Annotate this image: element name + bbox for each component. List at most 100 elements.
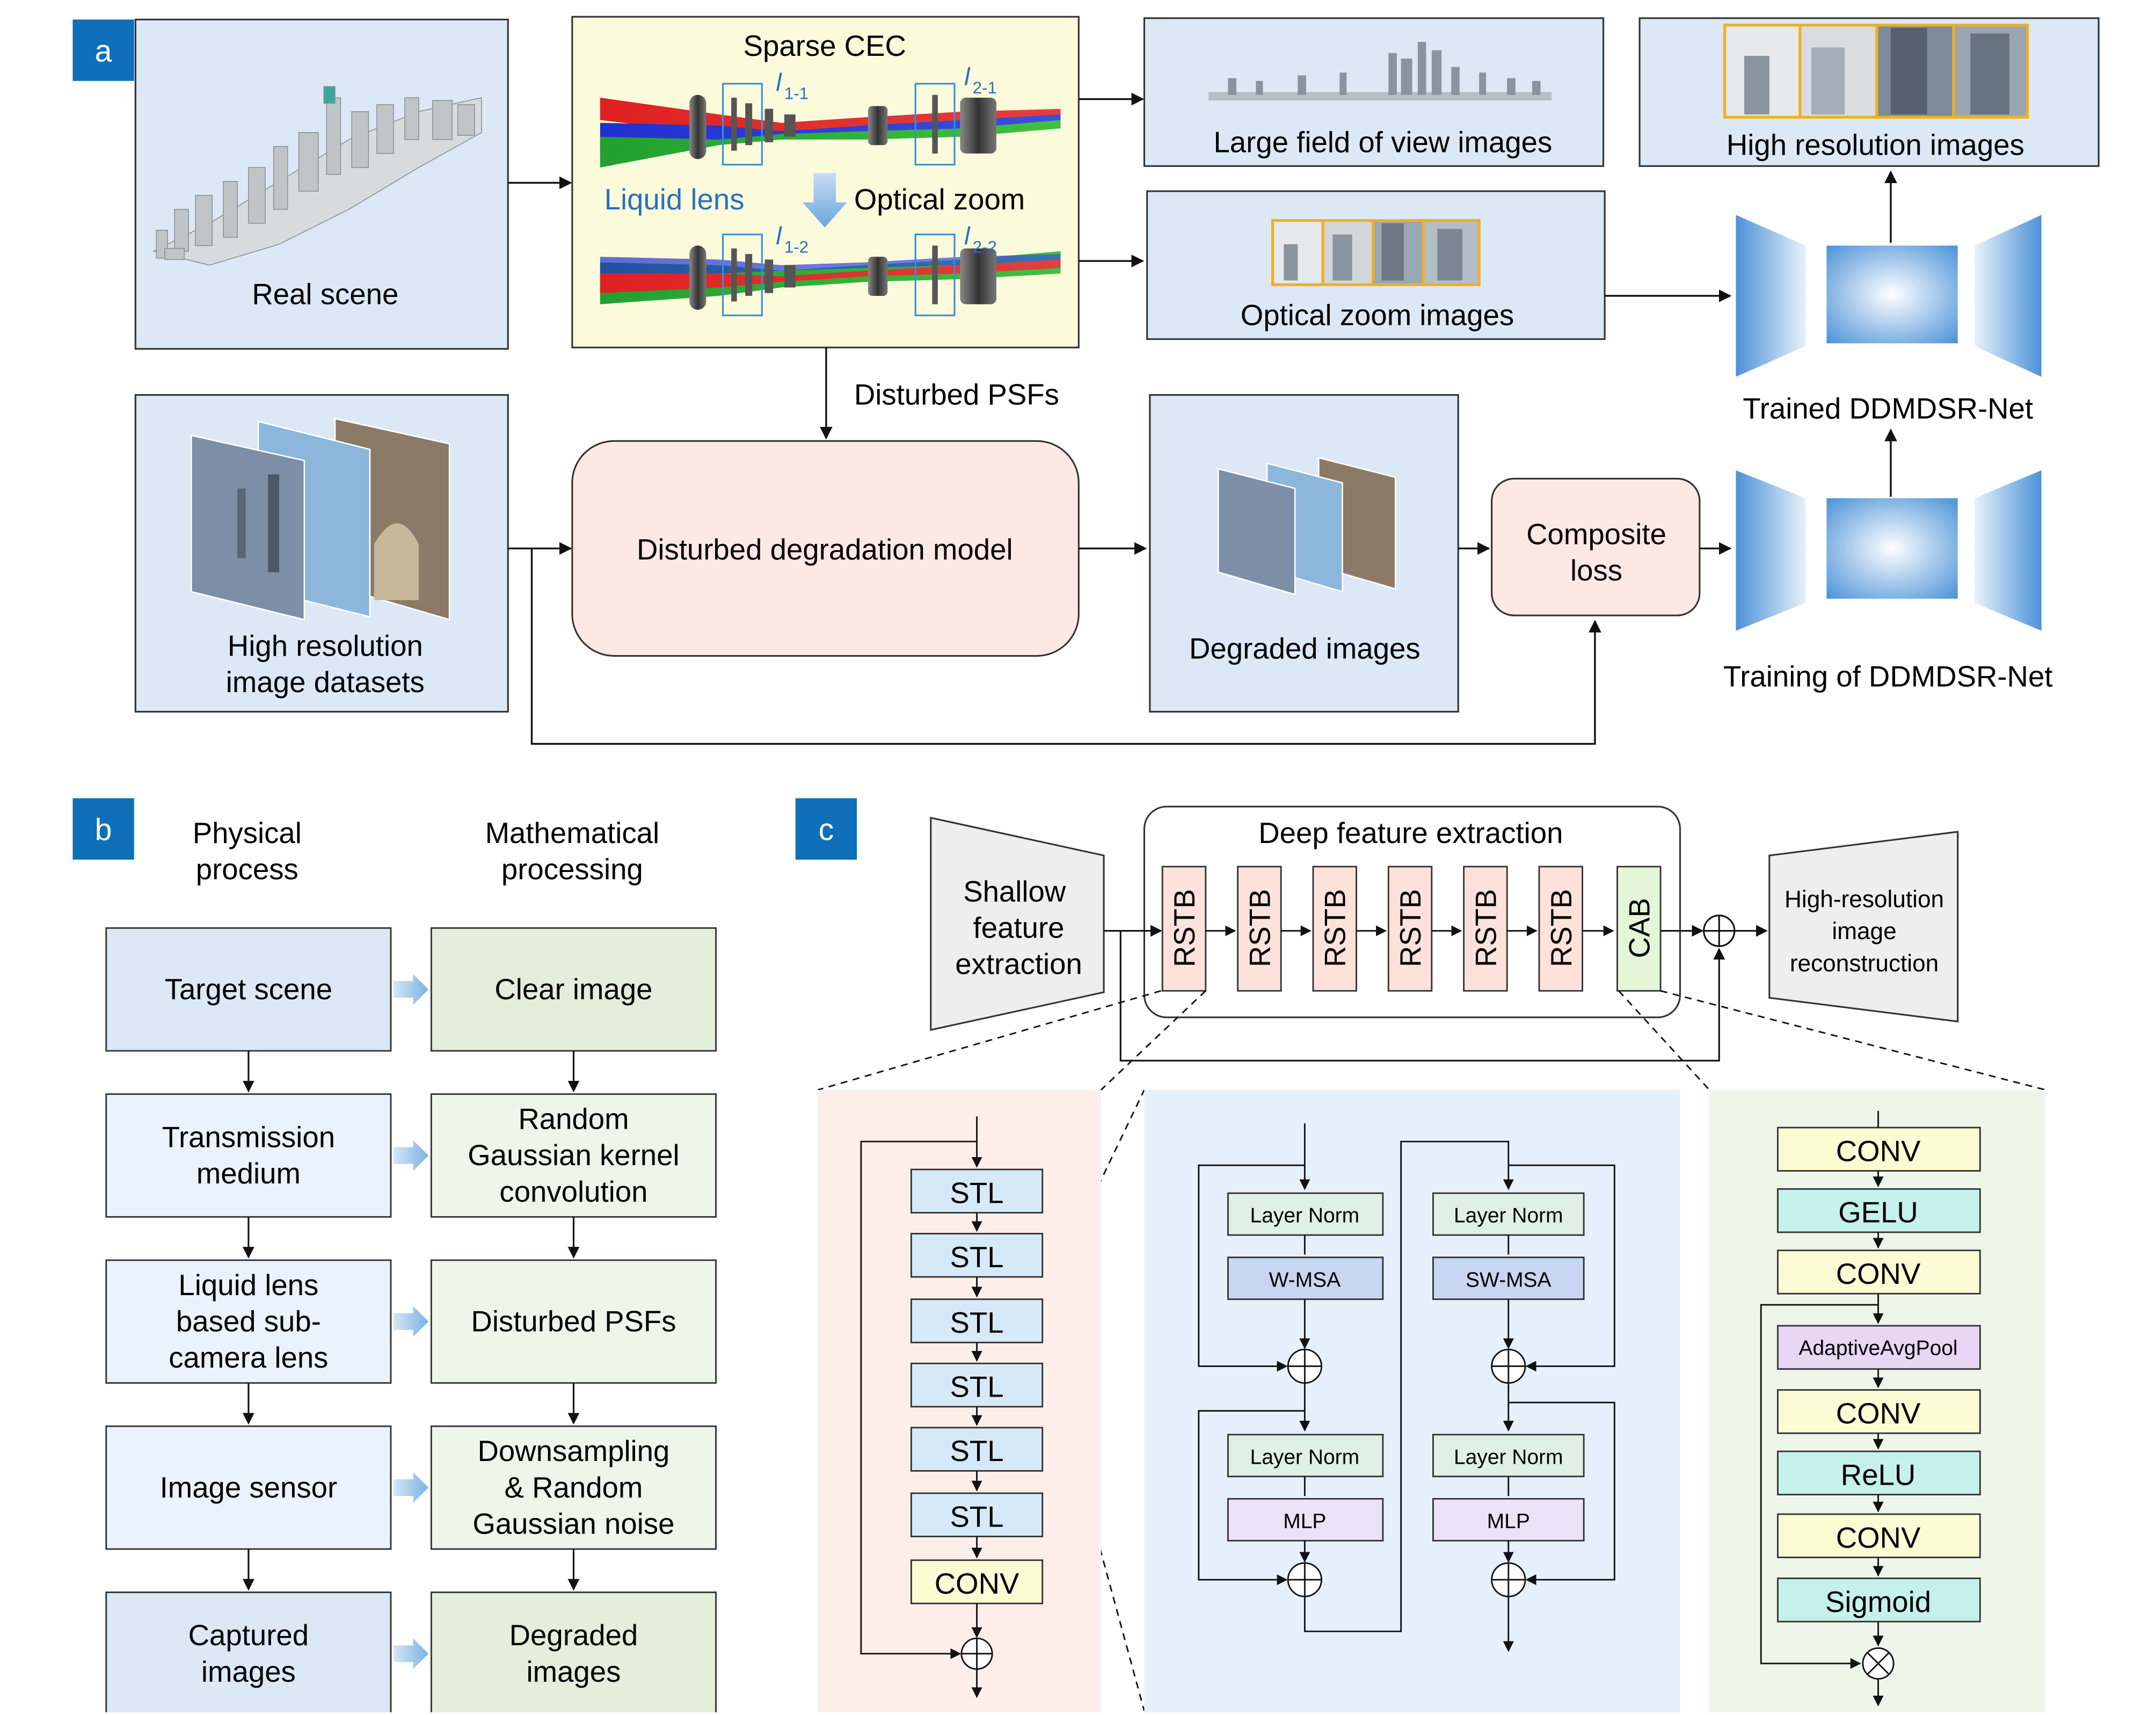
degraded-images-box: Degraded images <box>1149 394 1459 713</box>
math-label-1-1: Gaussian kernel <box>468 1139 679 1172</box>
stl-detail: Layer Norm W-MSA Layer Norm MLP Layer No… <box>1198 1123 1615 1652</box>
cab-detail-label-3: AdaptiveAvgPool <box>1798 1337 1957 1360</box>
stl-block-1 <box>910 1233 1044 1278</box>
math-label-3-0: Downsampling <box>478 1435 670 1467</box>
rstb-skip-line <box>860 1140 977 1659</box>
trained-net-icon <box>1736 215 2042 377</box>
cab-detail-block-2 <box>1776 1249 1981 1295</box>
cab-detail-label-4: CONV <box>1836 1397 1921 1430</box>
physical-box-0 <box>105 927 392 1052</box>
cab-label: CAB <box>1623 898 1656 958</box>
mapping-arrow-3 <box>394 1472 429 1503</box>
physical-label-2-1: based sub- <box>176 1305 321 1338</box>
rstb-conv-label: CONV <box>935 1567 1019 1600</box>
composite-loss-label-2: loss <box>1570 554 1622 587</box>
physical-box-1 <box>105 1093 392 1218</box>
training-net-label: Training of DDMDSR-Net <box>1723 660 2052 693</box>
city-model-icon <box>152 86 482 266</box>
left-layer-norm-2 <box>1227 1434 1384 1478</box>
cab-detail-label-7: Sigmoid <box>1825 1586 1931 1618</box>
high-res-images-box: High resolution images <box>1638 17 2100 167</box>
optics-diagram-bottom <box>600 234 1061 316</box>
degradation-model-label: Disturbed degradation model <box>637 533 1013 566</box>
math-label-1-2: convolution <box>499 1175 647 1208</box>
panel-b: b Physical process Mathematical processi… <box>72 798 717 1715</box>
training-net-icon <box>1736 470 2042 631</box>
math-label-2-0: Disturbed PSFs <box>471 1305 676 1338</box>
mapping-arrow-4 <box>394 1638 429 1669</box>
recon-label-1: High-resolution <box>1784 886 1944 912</box>
left-layer-norm-2-label: Layer Norm <box>1250 1445 1360 1469</box>
shallow-label-1: Shallow <box>963 875 1066 908</box>
cab-multiply-x2 <box>1866 1652 1890 1675</box>
cab-detail-block-5 <box>1776 1450 1981 1495</box>
physical-label-4-0: Captured <box>188 1619 309 1652</box>
real-scene-label: Real scene <box>252 278 398 311</box>
cab-detail-label-1: GELU <box>1838 1196 1918 1229</box>
physical-label-0-0: Target scene <box>165 973 332 1006</box>
label-l11-sub: 1-1 <box>784 84 808 103</box>
deep-feature-label: Deep feature extraction <box>1258 817 1563 849</box>
physical-label-1-0: Transmission <box>162 1121 335 1153</box>
math-label-3-2: Gaussian noise <box>472 1507 674 1540</box>
math-label-3-1: & Random <box>505 1471 643 1504</box>
liquid-lens-label: Liquid lens <box>604 183 745 216</box>
physical-label-1-1: medium <box>196 1157 301 1190</box>
degraded-photos <box>1217 456 1396 595</box>
panel-a: a Real scene Sparse CEC <box>72 16 2100 745</box>
zoom-thumbnails <box>1271 219 1481 286</box>
reconstruction-block: High-resolution image reconstruction <box>1768 831 1959 1023</box>
rstb-conv-block <box>910 1559 1044 1604</box>
physical-header-1: Physical <box>193 817 302 849</box>
right-mlp-label: MLP <box>1487 1510 1530 1533</box>
label-l21-sub: 2-1 <box>973 78 997 97</box>
rstb-label-3: RSTB <box>1394 889 1427 968</box>
panel-c: c Shallow feature extraction Deep featur… <box>795 798 2046 1712</box>
rstb-block-4 <box>1463 866 1508 992</box>
physical-label-3-0: Image sensor <box>160 1471 338 1504</box>
composite-loss-box: Composite loss <box>1491 477 1701 616</box>
large-fov-box: Large field of view images <box>1143 17 1605 167</box>
zoom-down-arrow <box>802 173 847 228</box>
cab-skip-line <box>1760 1304 1878 1669</box>
physical-label-2-2: camera lens <box>169 1341 328 1374</box>
math-box-3 <box>430 1425 717 1550</box>
math-box-2 <box>430 1259 717 1384</box>
datasets-label-1: High resolution <box>228 630 423 663</box>
label-l12: l <box>776 222 782 250</box>
label-l22: l <box>964 222 971 250</box>
deep-feature-container <box>1143 805 1681 1019</box>
recon-label-3: reconstruction <box>1790 950 1939 977</box>
stl-block-0 <box>910 1168 1044 1213</box>
physical-label-2-0: Liquid lens <box>178 1269 318 1302</box>
stl-block-3 <box>910 1362 1044 1408</box>
cab-detail-label-6: CONV <box>1836 1521 1921 1554</box>
physical-label-4-1: images <box>201 1655 296 1688</box>
stl-block-4 <box>910 1427 1044 1472</box>
high-res-images-label: High resolution images <box>1727 128 2024 161</box>
rstb-label-5: RSTB <box>1545 889 1578 968</box>
cab-detail-block-0 <box>1776 1127 1981 1172</box>
rstb-label-0: RSTB <box>1168 889 1201 968</box>
stl-label-2: STL <box>950 1306 1004 1339</box>
sw-msa-label: SW-MSA <box>1466 1268 1552 1291</box>
large-fov-label: Large field of view images <box>1213 126 1552 158</box>
cab-block <box>1616 866 1662 992</box>
right-layer-norm-2 <box>1432 1434 1585 1478</box>
degraded-images-label: Degraded images <box>1189 633 1421 665</box>
optical-zoom-images-label: Optical zoom images <box>1241 299 1514 332</box>
optical-zoom-label: Optical zoom <box>854 183 1025 216</box>
stl-label-1: STL <box>950 1241 1004 1274</box>
optics-diagram-top <box>600 83 1061 168</box>
arrow-datasets-to-loss <box>530 548 1601 745</box>
math-label-4-0: Degraded <box>509 1619 638 1652</box>
physical-box-2 <box>105 1259 392 1384</box>
rstb-label-4: RSTB <box>1469 889 1502 968</box>
stl-detail-bg <box>1144 1089 1680 1712</box>
cab-detail-label-0: CONV <box>1836 1135 1921 1167</box>
math-box-4 <box>430 1592 717 1715</box>
cab-detail-block-6 <box>1776 1513 1981 1558</box>
physical-box-4 <box>105 1592 392 1715</box>
